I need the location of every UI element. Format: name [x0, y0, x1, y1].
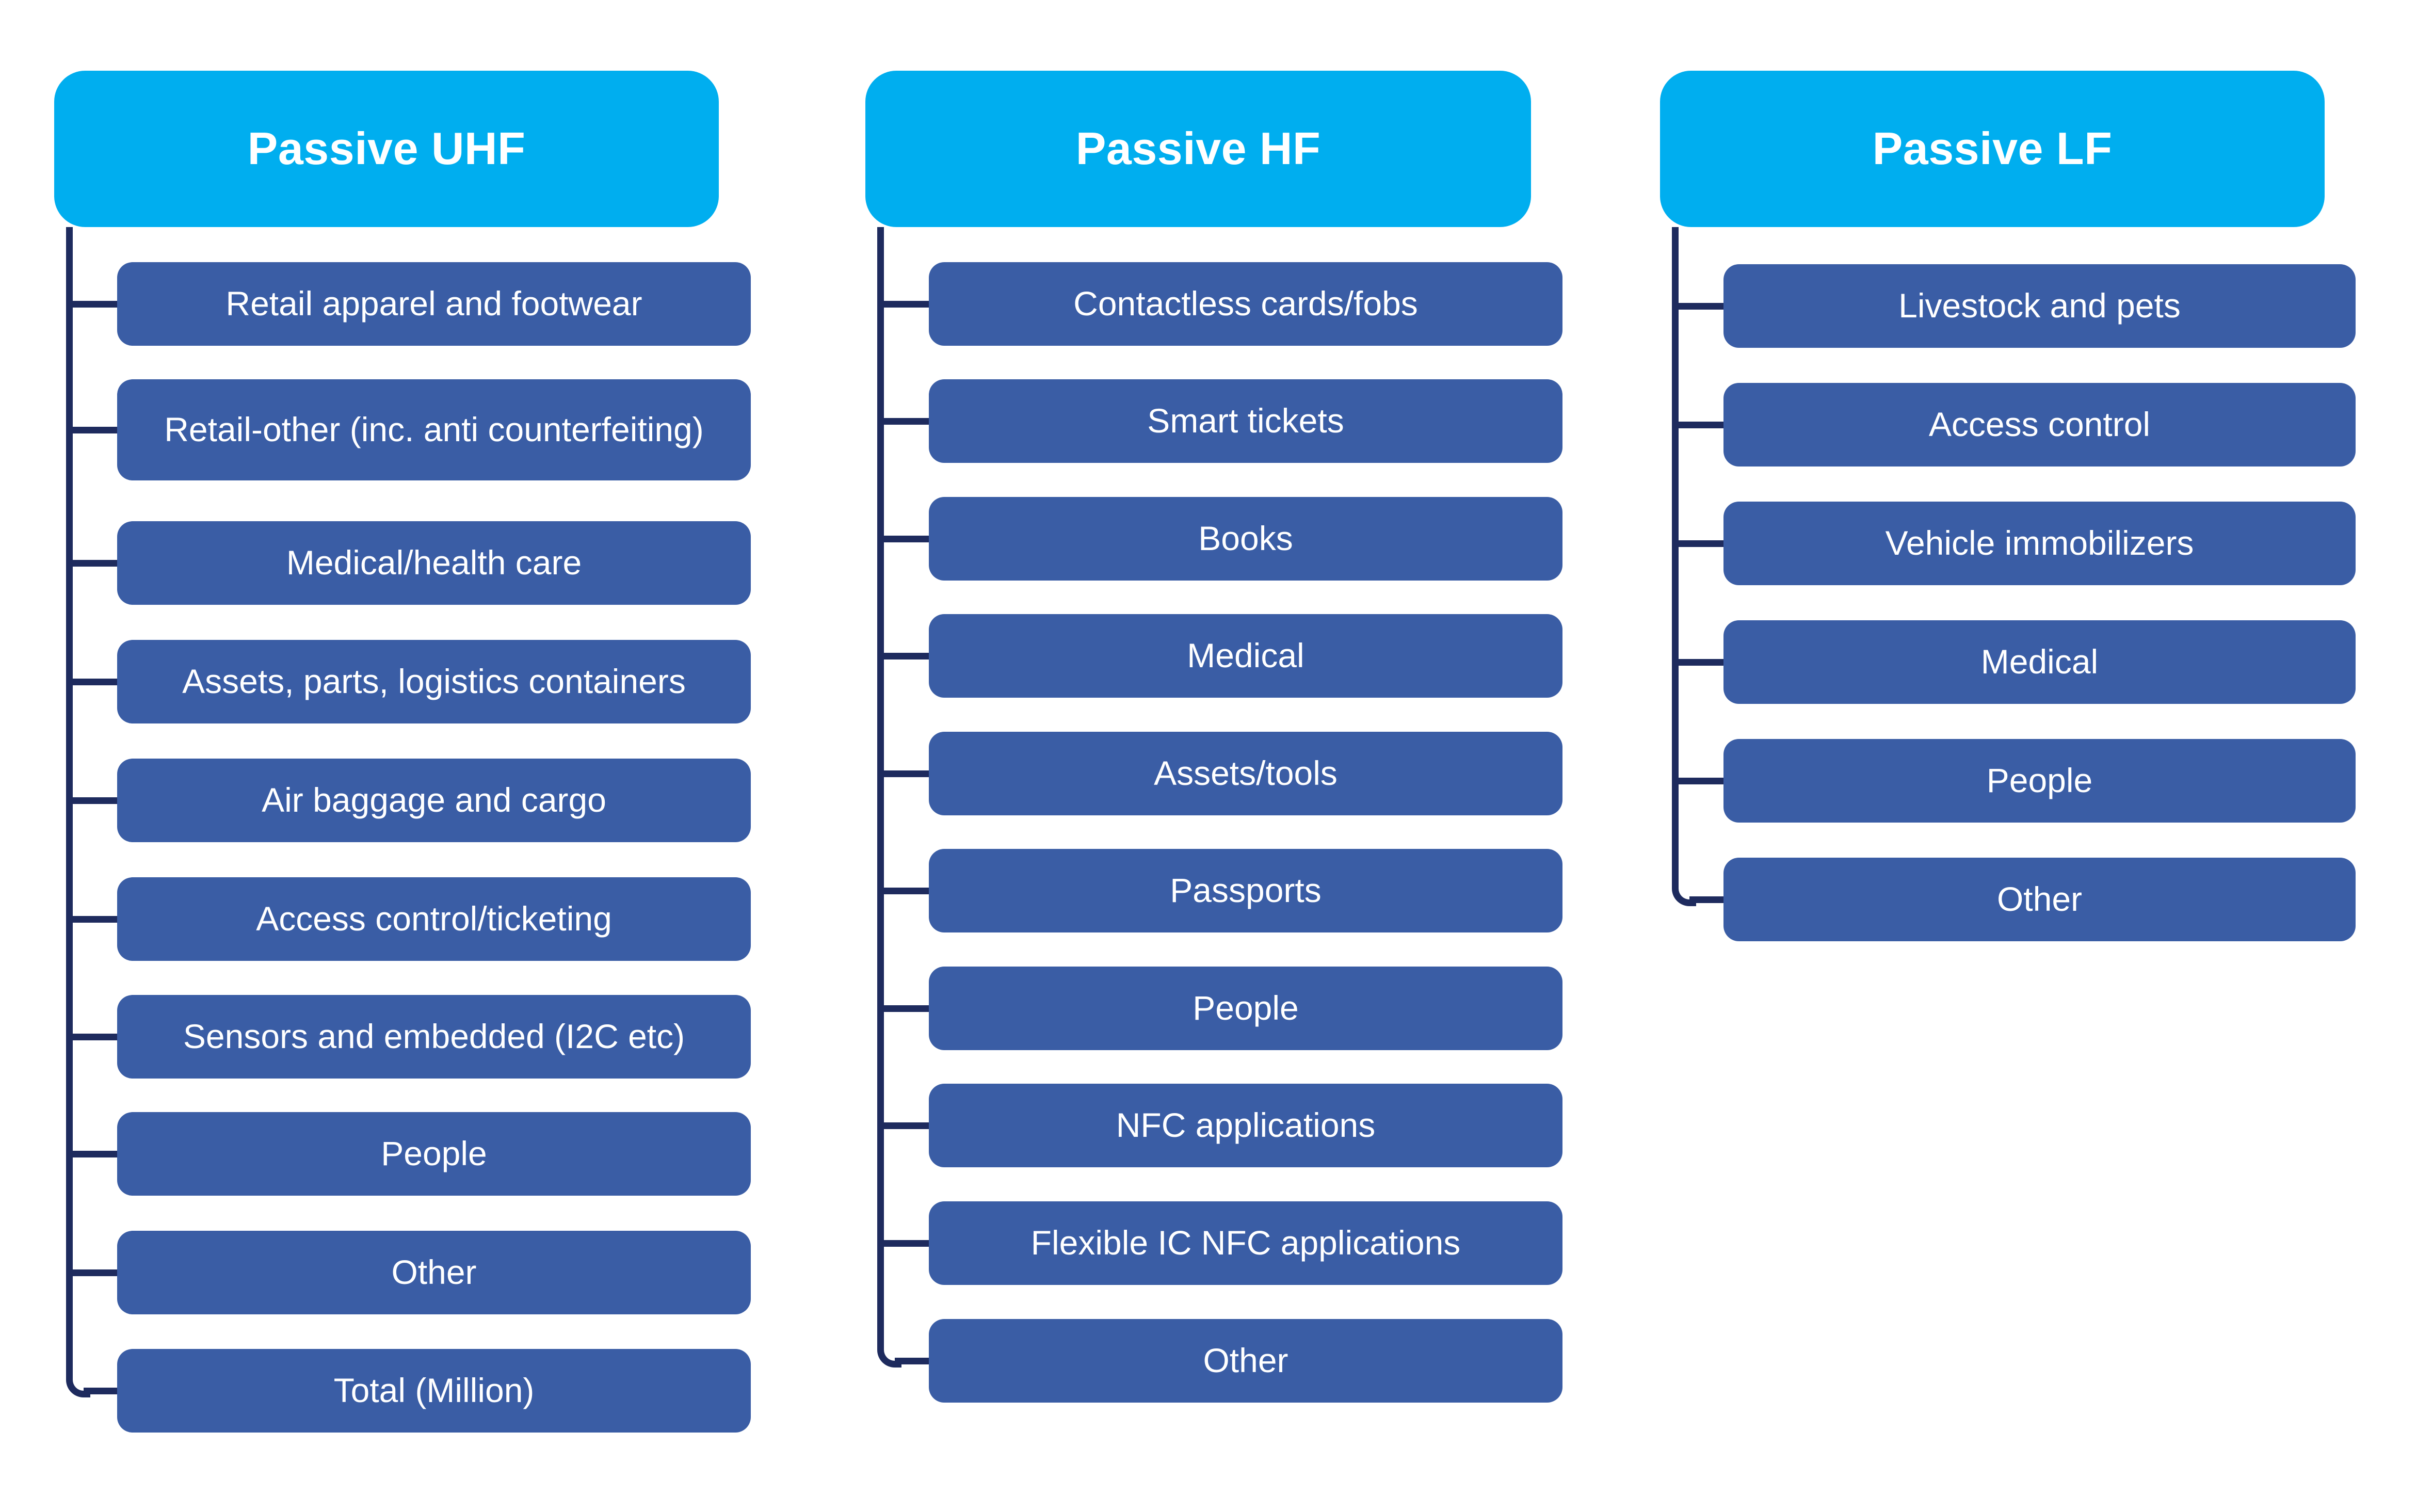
column-header-passive-hf[interactable]: Passive HF — [865, 71, 1531, 227]
connector-trunk-passive-lf — [1672, 227, 1679, 882]
column-header-passive-lf[interactable]: Passive LF — [1660, 71, 2325, 227]
node-passive-uhf-0[interactable]: Retail apparel and footwear — [117, 262, 751, 346]
connector-stub-passive-hf-0 — [877, 301, 929, 308]
column-header-passive-uhf[interactable]: Passive UHF — [54, 71, 719, 227]
connector-stub-passive-hf-6 — [877, 1005, 929, 1012]
node-passive-hf-4[interactable]: Assets/tools — [929, 732, 1562, 815]
node-passive-uhf-4[interactable]: Air baggage and cargo — [117, 759, 751, 842]
connector-stub-passive-lf-1 — [1672, 422, 1723, 428]
connector-stub-passive-hf-4 — [877, 770, 929, 777]
node-passive-lf-5[interactable]: Other — [1723, 858, 2356, 941]
connector-stub-passive-lf-5 — [1689, 896, 1723, 903]
connector-stub-passive-uhf-5 — [66, 916, 117, 923]
node-passive-lf-0[interactable]: Livestock and pets — [1723, 264, 2356, 348]
node-passive-lf-2[interactable]: Vehicle immobilizers — [1723, 502, 2356, 585]
connector-stub-passive-hf-7 — [877, 1122, 929, 1129]
node-passive-hf-2[interactable]: Books — [929, 497, 1562, 581]
node-passive-uhf-3[interactable]: Assets, parts, logistics containers — [117, 640, 751, 723]
connector-stub-passive-uhf-6 — [66, 1034, 117, 1040]
node-passive-uhf-8[interactable]: Other — [117, 1231, 751, 1314]
connector-stub-passive-hf-5 — [877, 888, 929, 894]
connector-stub-passive-uhf-4 — [66, 797, 117, 804]
connector-stub-passive-uhf-8 — [66, 1269, 117, 1276]
node-passive-uhf-2[interactable]: Medical/health care — [117, 521, 751, 605]
node-passive-hf-5[interactable]: Passports — [929, 849, 1562, 932]
connector-stub-passive-hf-1 — [877, 418, 929, 425]
node-passive-hf-0[interactable]: Contactless cards/fobs — [929, 262, 1562, 346]
connector-stub-passive-uhf-1 — [66, 427, 117, 433]
connector-stub-passive-lf-0 — [1672, 303, 1723, 310]
node-passive-lf-4[interactable]: People — [1723, 739, 2356, 823]
node-passive-hf-7[interactable]: NFC applications — [929, 1084, 1562, 1167]
connector-stub-passive-uhf-7 — [66, 1151, 117, 1157]
connector-stub-passive-uhf-9 — [84, 1388, 117, 1394]
node-passive-lf-3[interactable]: Medical — [1723, 620, 2356, 704]
node-passive-lf-1[interactable]: Access control — [1723, 383, 2356, 467]
node-passive-uhf-7[interactable]: People — [117, 1112, 751, 1196]
connector-stub-passive-hf-3 — [877, 653, 929, 660]
connector-stub-passive-lf-4 — [1672, 778, 1723, 784]
connector-stub-passive-hf-8 — [877, 1240, 929, 1247]
node-passive-hf-3[interactable]: Medical — [929, 614, 1562, 698]
connector-stub-passive-uhf-3 — [66, 679, 117, 685]
connector-stub-passive-uhf-2 — [66, 560, 117, 567]
connector-stub-passive-uhf-0 — [66, 301, 117, 308]
connector-stub-passive-lf-2 — [1672, 540, 1723, 547]
node-passive-uhf-9[interactable]: Total (Million) — [117, 1349, 751, 1433]
node-passive-hf-8[interactable]: Flexible IC NFC applications — [929, 1201, 1562, 1285]
node-passive-uhf-6[interactable]: Sensors and embedded (I2C etc) — [117, 995, 751, 1079]
node-passive-hf-1[interactable]: Smart tickets — [929, 379, 1562, 463]
connector-stub-passive-hf-9 — [895, 1358, 929, 1364]
node-passive-hf-6[interactable]: People — [929, 967, 1562, 1050]
node-passive-uhf-1[interactable]: Retail-other (inc. anti counterfeiting) — [117, 379, 751, 480]
connector-trunk-passive-hf — [877, 227, 884, 1343]
node-passive-hf-9[interactable]: Other — [929, 1319, 1562, 1403]
connector-stub-passive-lf-3 — [1672, 659, 1723, 666]
connector-stub-passive-hf-2 — [877, 536, 929, 542]
node-passive-uhf-5[interactable]: Access control/ticketing — [117, 877, 751, 961]
